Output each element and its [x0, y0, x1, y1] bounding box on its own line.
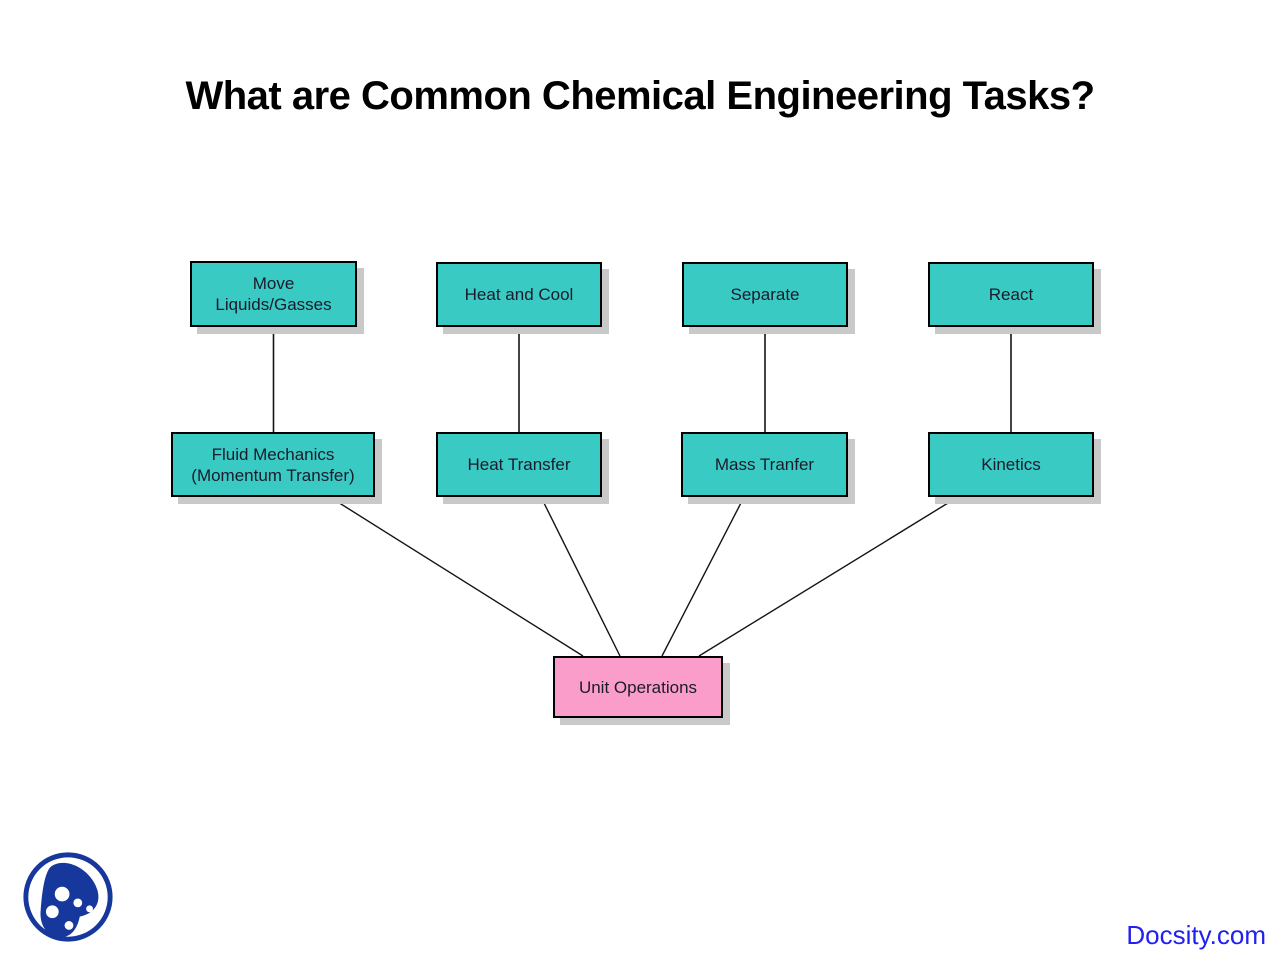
docsity-logo-icon [23, 852, 113, 942]
task-box-react: React [928, 262, 1094, 327]
docsity-watermark-link[interactable]: Docsity.com [1126, 920, 1266, 950]
task-box-label: React [988, 285, 1034, 304]
subject-box-label: Kinetics [981, 455, 1041, 474]
subject-box-kinetics: Kinetics [928, 432, 1094, 497]
subject-box-label: Mass Tranfer [714, 455, 815, 474]
connector-kinetics-to-unit-operations [698, 502, 949, 657]
slide-title: What are Common Chemical Engineering Tas… [185, 74, 1095, 118]
subject-box-fluid-mechanics: Fluid Mechanics (Momentum Transfer) [171, 432, 375, 497]
task-box-separate: Separate [682, 262, 848, 327]
connector-heat-transfer-to-unit-operations [541, 498, 621, 657]
root-box-unit-operations: Unit Operations [553, 656, 723, 718]
subject-box-label: Heat Transfer [467, 455, 571, 474]
task-box-label: Separate [730, 285, 800, 304]
task-box-move-liquids-gasses: Move Liquids/Gasses [190, 261, 357, 327]
task-box-heat-and-cool: Heat and Cool [436, 262, 602, 327]
connector-fluid-mechanics-to-unit-operations [332, 498, 584, 657]
task-box-label: Move Liquids/Gasses [215, 274, 332, 314]
subject-box-label: Fluid Mechanics (Momentum Transfer) [191, 444, 355, 485]
root-box-label: Unit Operations [578, 677, 698, 697]
subject-box-mass-tranfer: Mass Tranfer [681, 432, 848, 497]
task-box-label: Heat and Cool [464, 285, 574, 304]
connector-mass-tranfer-to-unit-operations [661, 498, 744, 657]
subject-box-heat-transfer: Heat Transfer [436, 432, 602, 497]
